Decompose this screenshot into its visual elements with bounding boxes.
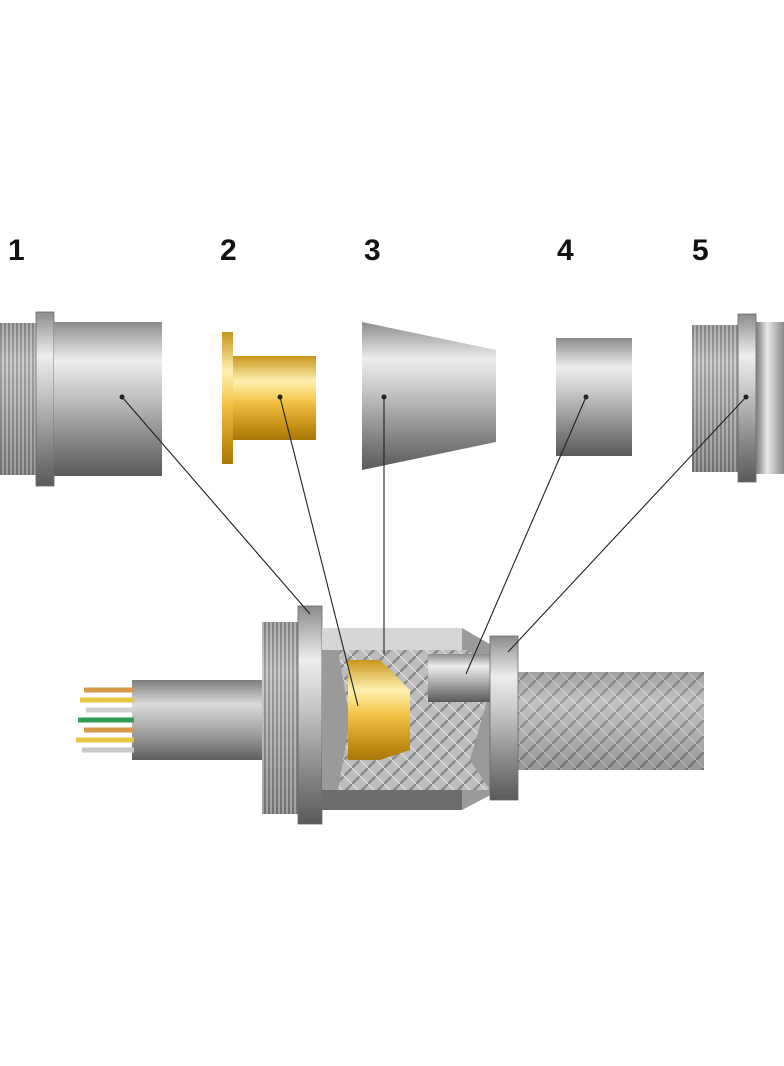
part-1-entry-body [0,311,162,487]
assembled-entry-flange [297,605,323,825]
leader-line-5 [507,396,747,653]
label-2: 2 [220,234,237,267]
leader-lines [121,396,747,707]
assembled-nut [489,635,519,801]
label-3: 3 [364,234,381,267]
part-3-tapered-cone [362,322,496,470]
inner-sheath-cable [132,680,272,760]
leader-line-1 [121,396,311,615]
dot-1 [119,394,125,400]
dot-2 [277,394,283,400]
assembled-entry-thread [262,622,298,814]
label-4: 4 [557,234,574,267]
part-4-sleeve [556,338,632,456]
part-5-nut [692,313,784,483]
dot-3 [381,394,387,400]
leader-dots [119,394,749,400]
dot-4 [583,394,589,400]
leader-line-4 [465,396,587,675]
label-1: 1 [8,234,25,267]
assembled-brass-cone [348,660,410,760]
leader-line-2 [279,396,359,707]
assembled-sleeve [428,654,498,702]
dot-5 [743,394,749,400]
wire-cores [76,687,134,753]
part-2-brass-cone [222,332,316,464]
label-5: 5 [692,234,709,267]
